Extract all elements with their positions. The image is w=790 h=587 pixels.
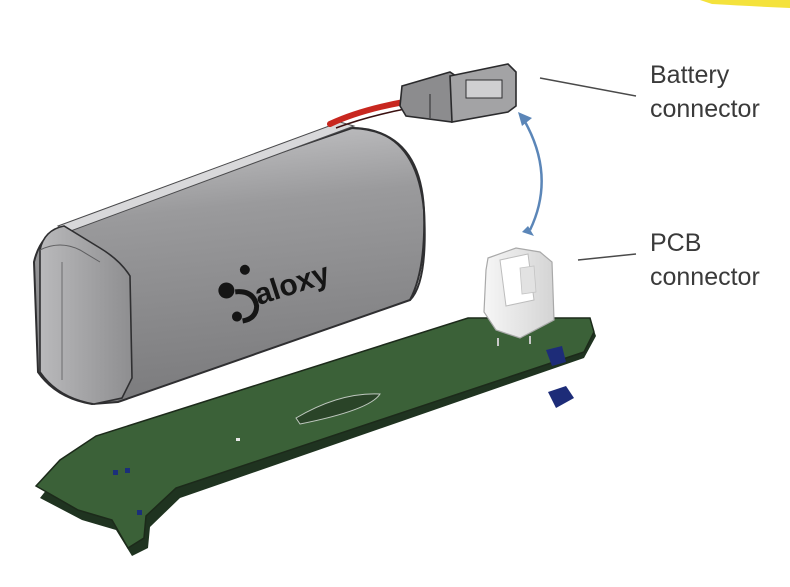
battery-connector <box>399 63 517 123</box>
pcb-connector-label-line2: connector <box>650 263 760 291</box>
battery-end-cap <box>39 225 133 405</box>
pcb-clip <box>548 386 574 408</box>
pcb-connector <box>483 247 555 346</box>
arrow-head-bottom <box>522 226 534 236</box>
corner-highlight <box>700 0 790 8</box>
pcb-connector-label-line1: PCB <box>650 229 702 257</box>
battery-connector-label: Battery connector <box>650 58 760 126</box>
battery-callout-line <box>539 77 637 97</box>
battery-connector-label-line1: Battery <box>650 61 730 89</box>
pcb-connector-label: PCB connector <box>650 226 760 294</box>
pcb-board <box>34 317 596 556</box>
mating-arrow <box>522 119 543 231</box>
arrow-head-top <box>518 112 532 126</box>
battery-connector-label-line2: connector <box>650 95 760 123</box>
battery-pack <box>32 121 426 406</box>
pcb-callout-line <box>577 253 637 261</box>
